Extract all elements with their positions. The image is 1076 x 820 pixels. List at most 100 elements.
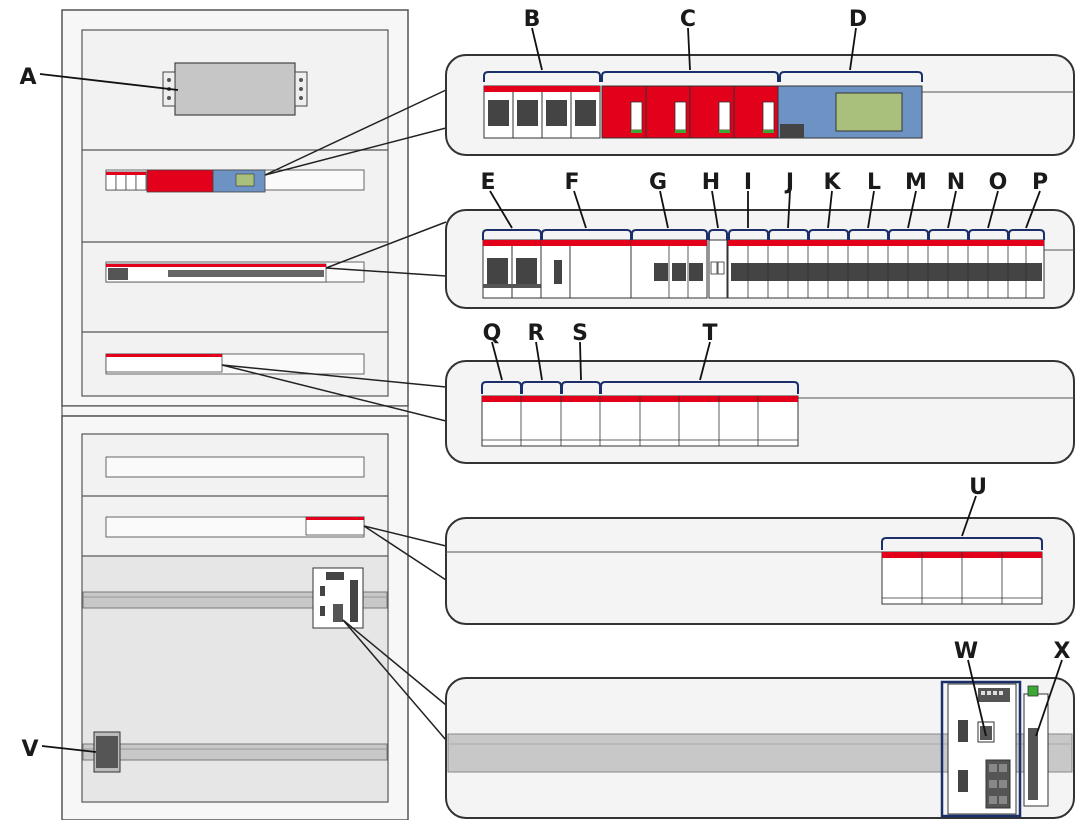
label-d: D: [849, 7, 867, 32]
breaker-e-handle: [516, 258, 537, 284]
controller-io-cell: [999, 796, 1007, 804]
controller-io-cell: [989, 780, 997, 788]
controller-terminal: [987, 691, 991, 695]
rcd-f-top: [541, 240, 631, 246]
callout-lines: [221, 89, 447, 741]
surge-arresters-c: [601, 85, 779, 139]
leader-m: [907, 190, 917, 229]
filter-device: [162, 62, 308, 116]
surge-indicator: [719, 130, 730, 133]
mini-controller-terminal: [326, 572, 344, 580]
bracket-i: [728, 229, 769, 240]
label-x: X: [1054, 639, 1071, 664]
leader-b: [531, 27, 543, 71]
leader-s: [579, 341, 582, 381]
mini-controller-port: [320, 606, 325, 616]
breaker-g-top: [631, 240, 707, 246]
din-rail-upper: [82, 591, 388, 609]
bracket-r: [521, 381, 562, 394]
label-u: U: [969, 475, 987, 500]
bracket-d: [779, 71, 923, 82]
zoom-panel-1: [445, 54, 1075, 156]
bracket-u: [881, 537, 1043, 550]
leader-g: [659, 190, 669, 229]
label-t: T: [702, 321, 717, 346]
rcd-dividers: [520, 396, 759, 446]
bracket-s: [561, 381, 601, 394]
filter-body: [174, 62, 296, 116]
leader-t: [699, 341, 711, 381]
io-module-strip: [1028, 728, 1038, 800]
breaker-top-band: [484, 86, 600, 92]
label-i: I: [744, 170, 752, 195]
bracket-e: [482, 229, 542, 240]
leader-lines: [39, 27, 1063, 753]
leader-j: [787, 190, 791, 229]
leader-h: [711, 190, 719, 229]
callout-line-row2-bottom: [325, 267, 447, 277]
label-g: G: [649, 170, 667, 195]
callout-line-row1-bottom: [264, 127, 447, 176]
controller-terminal: [993, 691, 997, 695]
breaker-handle: [488, 100, 509, 126]
cover-strip-4: [105, 456, 365, 478]
mini-controller: [312, 567, 364, 629]
bracket-q: [481, 381, 522, 394]
bracket-c: [601, 71, 779, 82]
energy-meter-d: [777, 85, 923, 139]
label-f: F: [564, 170, 579, 195]
controller-frame: [940, 680, 1022, 818]
callout-line-row3-top: [221, 364, 447, 388]
breakers-i-p: [727, 239, 1045, 299]
bracket-f: [541, 229, 632, 240]
mini-controller-io: [333, 604, 343, 622]
label-k: K: [823, 170, 841, 195]
bracket-t: [600, 381, 799, 394]
callout-line-controller-top: [342, 619, 447, 706]
rcd-f-button: [554, 260, 562, 284]
breaker-dividers: [747, 246, 1027, 298]
callout-line-u-top: [363, 525, 447, 547]
bracket-n: [928, 229, 969, 240]
mini-breaker-handles: [168, 270, 324, 277]
bracket-h: [708, 229, 728, 240]
mini-u: [305, 516, 365, 536]
din-rail-lower: [82, 743, 388, 761]
label-r: R: [528, 321, 545, 346]
label-q: Q: [483, 321, 502, 346]
label-p: P: [1032, 170, 1048, 195]
label-b: B: [524, 7, 541, 32]
leader-l: [867, 190, 875, 229]
leader-c: [687, 27, 691, 71]
controller-io-cell: [999, 780, 1007, 788]
breaker-e-top: [483, 240, 541, 246]
brackets-3: [481, 381, 799, 394]
label-m: M: [905, 170, 927, 195]
label-j: J: [784, 170, 794, 195]
bracket-m: [888, 229, 929, 240]
surge-indicator: [763, 130, 774, 133]
mini-u-top: [306, 517, 364, 520]
mini-controller-port: [320, 586, 325, 596]
bracket-b: [483, 71, 601, 82]
brackets-1: [483, 71, 923, 82]
mini-breaker-top: [106, 172, 146, 175]
leader-u: [961, 495, 977, 537]
callout-line-row1-top: [264, 89, 447, 176]
controller-io-cell: [989, 764, 997, 772]
label-o: O: [989, 170, 1008, 195]
callout-line-controller-bottom: [342, 619, 447, 741]
terminal-block: [93, 731, 121, 773]
leader-a: [39, 73, 179, 91]
mini-meter-display: [235, 173, 255, 187]
zoom-panel-2: [445, 209, 1075, 309]
label-e: E: [480, 170, 495, 195]
leader-n: [947, 190, 957, 229]
label-c: C: [680, 7, 696, 32]
mini-rcd-row-top: [106, 354, 222, 357]
controller-io-cell: [999, 764, 1007, 772]
surge-window: [718, 101, 731, 131]
zoom-panel-3: [445, 360, 1075, 464]
surge-indicator: [631, 130, 642, 133]
